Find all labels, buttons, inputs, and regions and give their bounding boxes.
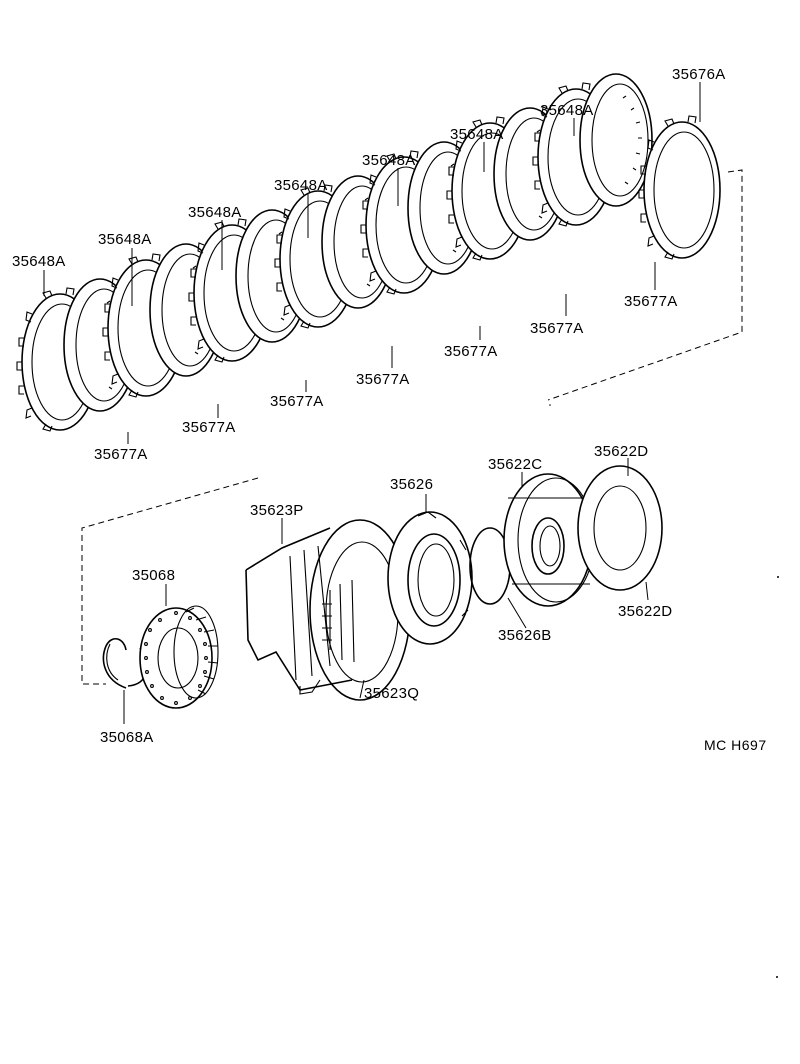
label-35626B: 35626B xyxy=(498,627,552,644)
label-35648A-4: 35648A xyxy=(274,177,328,194)
label-35068A: 35068A xyxy=(100,729,154,746)
label-35648A-2: 35648A xyxy=(98,231,152,248)
label-35677A-3: 35677A xyxy=(356,371,410,388)
label-35677A-4: 35677A xyxy=(444,343,498,360)
leaders-upper xyxy=(43,82,701,444)
assembly-bracket-lower xyxy=(81,477,259,685)
label-35623Q: 35623Q xyxy=(364,685,419,702)
label-35648A-7: 35648A xyxy=(540,102,594,119)
plate-7 xyxy=(579,73,653,207)
label-35676A: 35676A xyxy=(672,66,726,83)
scan-speck xyxy=(549,404,551,406)
label-35648A-5: 35648A xyxy=(362,152,416,169)
assembly-bracket-upper xyxy=(547,169,743,401)
scan-speck xyxy=(776,976,778,978)
piston xyxy=(387,511,473,645)
label-35622D-top: 35622D xyxy=(594,443,648,460)
label-35677A-6: 35677A xyxy=(624,293,678,310)
label-35648A-3: 35648A xyxy=(188,204,242,221)
label-35068: 35068 xyxy=(132,567,175,584)
label-35622D-bottom: 35622D xyxy=(618,603,672,620)
label-35626: 35626 xyxy=(390,476,433,493)
drawing-code: MC H697 xyxy=(704,737,767,753)
label-35677A-2: 35677A xyxy=(270,393,324,410)
label-35677A-1: 35677A xyxy=(182,419,236,436)
clutch-drum xyxy=(245,519,411,701)
label-35648A-1: 35648A xyxy=(12,253,66,270)
label-35677A-0: 35677A xyxy=(94,446,148,463)
label-35623P: 35623P xyxy=(250,502,304,519)
leaders-lower xyxy=(123,458,649,724)
label-35648A-6: 35648A xyxy=(450,126,504,143)
label-35677A-5: 35677A xyxy=(530,320,584,337)
snap-ring-d xyxy=(577,465,663,591)
label-35622C: 35622C xyxy=(488,456,542,473)
scan-speck xyxy=(777,576,779,578)
one-way-clutch xyxy=(139,605,219,709)
